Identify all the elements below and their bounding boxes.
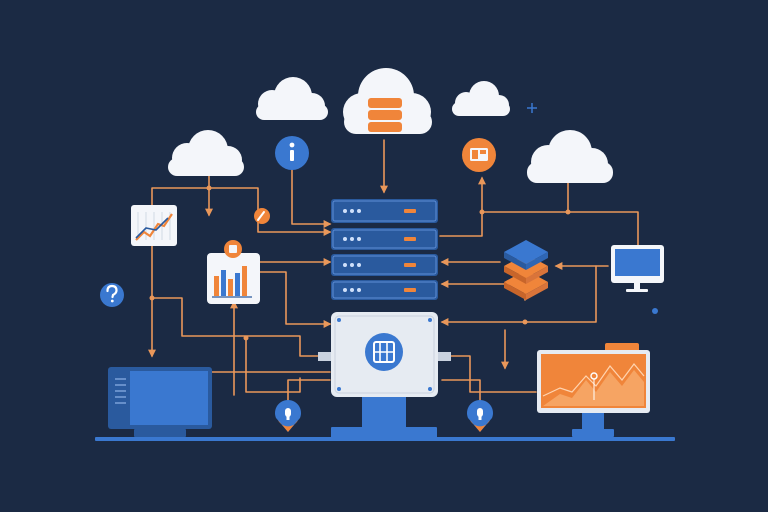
cloud-right <box>527 130 613 183</box>
location-pin-icon-left <box>275 400 302 432</box>
connector-info <box>291 169 332 228</box>
cloud-left <box>168 130 244 176</box>
monitor-left-icon <box>108 367 212 437</box>
database-icon <box>368 98 402 132</box>
layer-stack-icon <box>504 240 548 300</box>
location-pin-icon-right <box>467 400 493 432</box>
processor-hub <box>318 312 451 439</box>
question-icon <box>100 283 124 307</box>
cloud-top-left <box>256 77 328 120</box>
connector-hub-right <box>441 355 537 393</box>
connector-trend-hub <box>151 297 331 357</box>
dot-decoration <box>652 308 658 314</box>
server-unit-4 <box>331 280 438 300</box>
server-unit-1 <box>331 199 438 223</box>
connector-analytics <box>259 271 332 328</box>
connector-right-cloud-2 <box>567 211 639 246</box>
connector-right-cloud <box>483 182 569 213</box>
connector-pin-right <box>441 379 481 405</box>
monitor-large-icon <box>537 343 650 437</box>
info-icon <box>275 136 309 170</box>
cloud-top-right <box>452 81 510 116</box>
connector-trend-top <box>151 187 332 236</box>
server-unit-3 <box>331 254 438 276</box>
image-gallery-icon <box>462 138 496 172</box>
floor-line <box>95 437 675 441</box>
junction-dots <box>149 185 571 341</box>
connector-pin-left-2 <box>245 337 301 393</box>
connector-pin-left-3 <box>287 379 331 409</box>
connector-monitor-small-2 <box>440 265 597 326</box>
processor-hub-icon <box>365 333 403 371</box>
line-chart-icon <box>131 205 177 246</box>
server-rack <box>331 199 438 300</box>
pen-icon <box>254 208 270 224</box>
connector-gallery <box>439 176 486 237</box>
monitor-small-icon <box>611 245 664 292</box>
sparkle-icon <box>527 103 537 113</box>
bar-chart-icon <box>207 240 260 304</box>
server-unit-2 <box>331 228 438 250</box>
